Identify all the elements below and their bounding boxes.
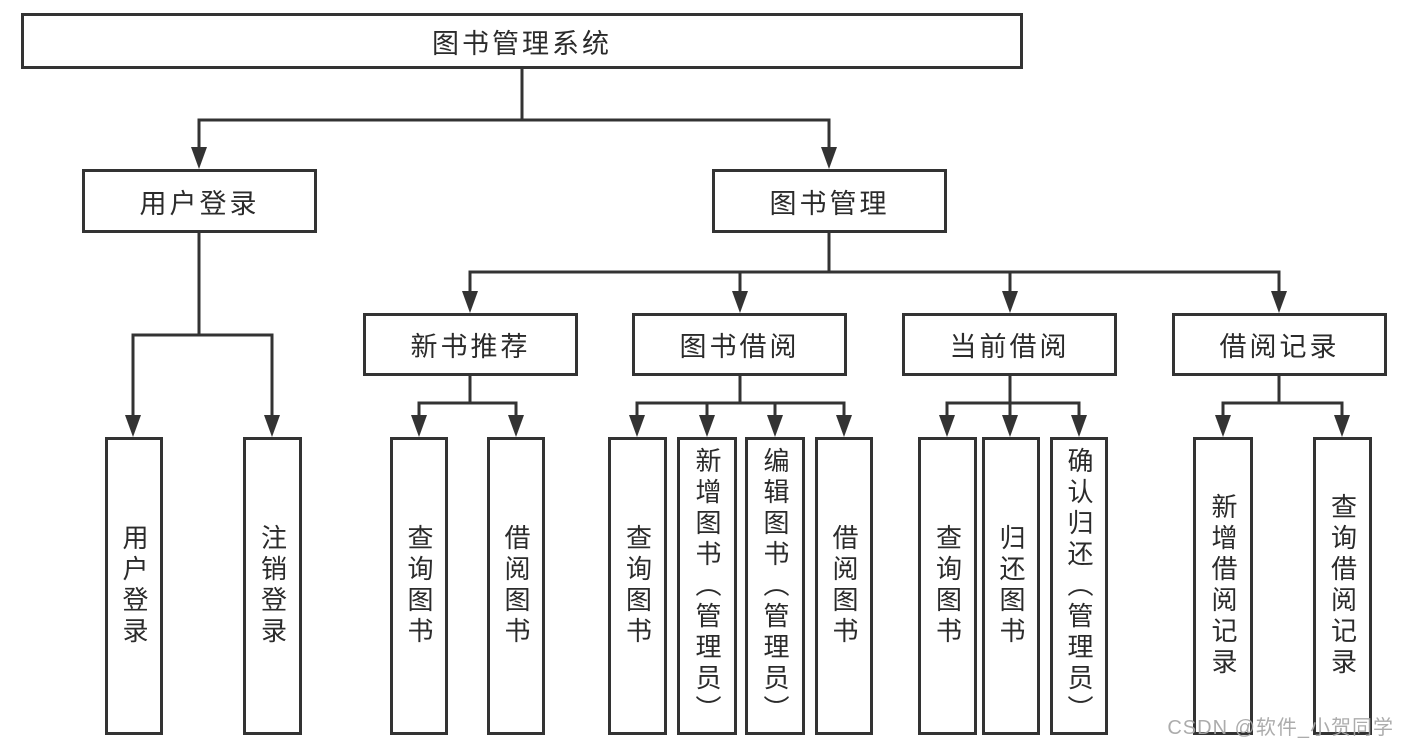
node-user-login: 用户登录 — [82, 169, 317, 233]
leaf-query-books-current: 查询图书 — [918, 437, 977, 735]
leaf-user-login: 用户登录 — [105, 437, 163, 735]
node-book-management: 图书管理 — [712, 169, 947, 233]
node-root-book-management-system: 图书管理系统 — [21, 13, 1023, 69]
leaf-query-books-borrow: 查询图书 — [608, 437, 667, 735]
csdn-watermark: CSDN @软件_小贺同学 — [1167, 717, 1394, 739]
node-new-book-recommend: 新书推荐 — [363, 313, 578, 376]
leaf-edit-book-admin: 编辑图书（管理员） — [745, 437, 805, 735]
leaf-borrow-books: 借阅图书 — [815, 437, 873, 735]
node-book-borrow: 图书借阅 — [632, 313, 847, 376]
leaf-confirm-return-admin: 确认归还（管理员） — [1050, 437, 1108, 735]
leaf-query-books-recommend: 查询图书 — [390, 437, 448, 735]
node-current-borrow: 当前借阅 — [902, 313, 1117, 376]
leaf-add-borrow-record: 新增借阅记录 — [1193, 437, 1253, 735]
leaf-borrow-books-recommend: 借阅图书 — [487, 437, 545, 735]
leaf-logout: 注销登录 — [243, 437, 302, 735]
leaf-add-book-admin: 新增图书（管理员） — [677, 437, 737, 735]
node-borrow-records: 借阅记录 — [1172, 313, 1387, 376]
leaf-return-book: 归还图书 — [982, 437, 1040, 735]
leaf-query-borrow-record: 查询借阅记录 — [1313, 437, 1372, 735]
